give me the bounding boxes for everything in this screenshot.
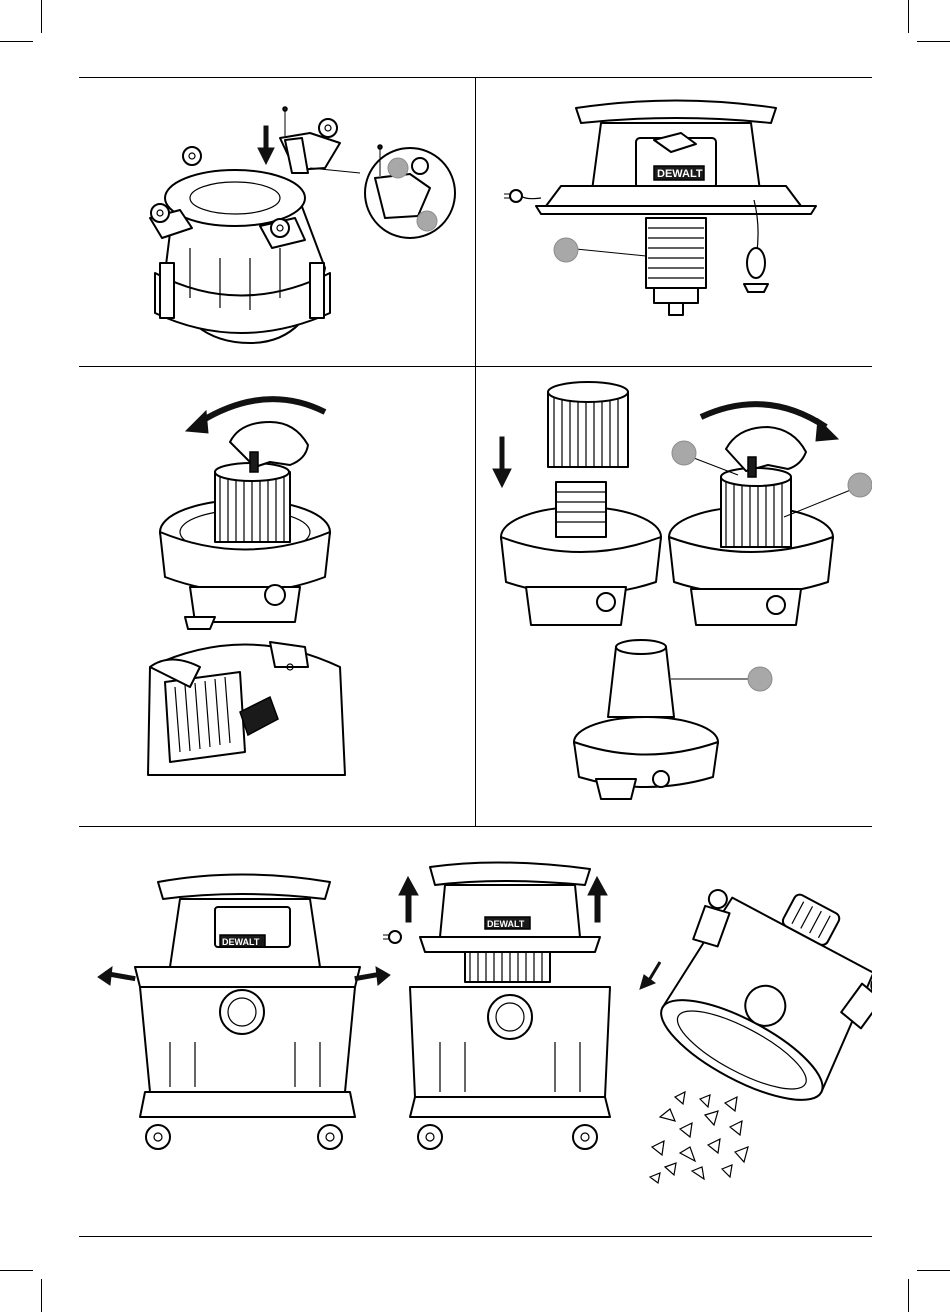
arrow-down-icon bbox=[258, 126, 274, 164]
callout-circle bbox=[417, 211, 437, 231]
figure-caster-mounting bbox=[80, 78, 474, 366]
hand-icon bbox=[230, 422, 308, 467]
callout-circle bbox=[672, 441, 696, 465]
figure-emptying-drum: DEWALT DEWALT bbox=[80, 827, 872, 1236]
crop-mark bbox=[917, 1270, 950, 1271]
panel-rule-bottom bbox=[79, 1236, 872, 1237]
crop-mark bbox=[41, 0, 42, 33]
callout-circle bbox=[848, 473, 872, 497]
crop-mark bbox=[917, 41, 950, 42]
figure-filter-removal bbox=[80, 367, 474, 826]
brand-logo-text: DEWALT bbox=[487, 919, 525, 929]
tilt-arrow-icon bbox=[640, 962, 660, 989]
figure-power-head: DEWALT bbox=[476, 78, 872, 366]
crop-mark bbox=[0, 41, 33, 42]
crop-mark bbox=[41, 1279, 42, 1312]
power-plug-icon bbox=[504, 190, 541, 202]
figure-filter-install bbox=[476, 367, 872, 826]
callout-circle bbox=[748, 667, 772, 691]
brand-logo-text: DEWALT bbox=[222, 937, 260, 947]
crop-mark bbox=[908, 1279, 909, 1312]
screw-icon bbox=[283, 107, 287, 136]
arrow-down-icon bbox=[493, 437, 511, 487]
power-plug-icon bbox=[383, 931, 401, 943]
hand-icon bbox=[726, 427, 806, 471]
brand-logo-text: DEWALT bbox=[657, 168, 703, 180]
callout-circle bbox=[554, 238, 578, 262]
crop-mark bbox=[908, 0, 909, 33]
bag-filter-icon bbox=[608, 647, 674, 717]
callout-circle bbox=[388, 158, 408, 178]
crop-mark bbox=[0, 1270, 33, 1271]
debris-icon bbox=[650, 1092, 748, 1183]
